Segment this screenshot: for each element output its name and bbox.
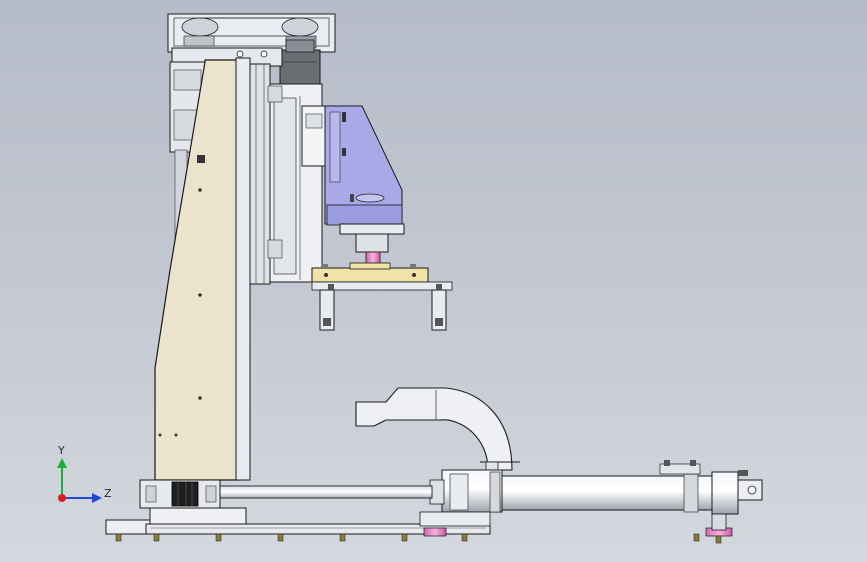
vertical-slide bbox=[267, 83, 327, 283]
purple-carriage bbox=[324, 105, 403, 226]
servo-motor bbox=[279, 39, 321, 89]
piston-rod bbox=[217, 485, 433, 499]
orientation-triad[interactable]: Y Z bbox=[57, 444, 112, 503]
main-column bbox=[154, 59, 239, 481]
fixture-plate bbox=[311, 262, 453, 291]
curved-hook-arm bbox=[355, 387, 520, 477]
z-axis-arrow-icon bbox=[92, 493, 102, 503]
y-axis-label: Y bbox=[57, 444, 65, 457]
base-plate bbox=[105, 507, 733, 537]
rod-coupling bbox=[139, 479, 221, 509]
base-bolts bbox=[115, 533, 722, 544]
gripper-fingers bbox=[319, 284, 447, 331]
z-axis-label: Z bbox=[104, 487, 112, 500]
horizontal-cylinder bbox=[429, 460, 763, 515]
y-axis-arrow-icon bbox=[57, 458, 67, 468]
x-axis-origin-icon bbox=[58, 494, 66, 502]
belt-housing bbox=[167, 13, 336, 53]
